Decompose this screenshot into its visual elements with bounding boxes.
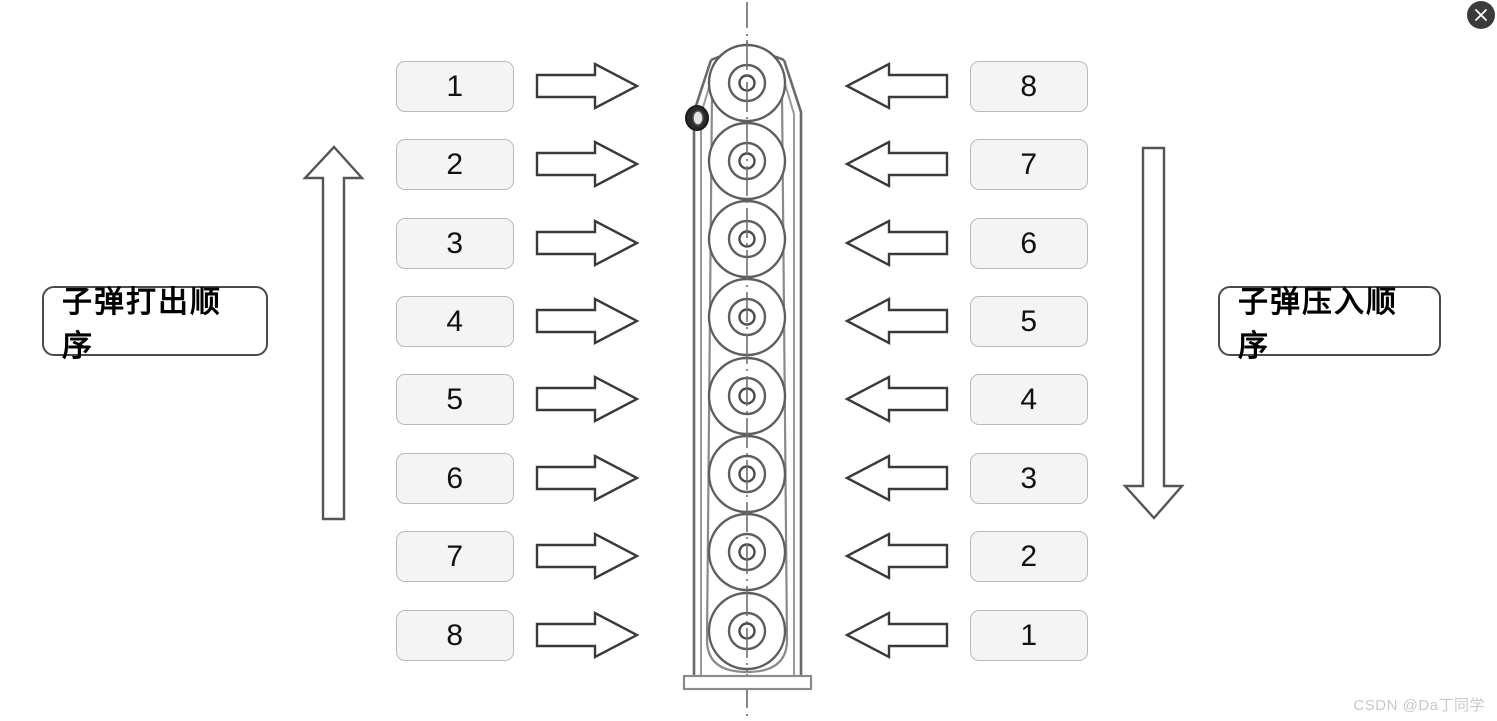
magazine-round-2 <box>707 121 787 201</box>
right-arrow-row-8 <box>845 611 949 659</box>
right-box-1[interactable]: 8 <box>970 61 1088 112</box>
left-box-1[interactable]: 1 <box>396 61 514 112</box>
right-box-3-label: 6 <box>1020 226 1038 260</box>
left-box-4-label: 4 <box>446 304 464 338</box>
left-box-3[interactable]: 3 <box>396 218 514 269</box>
right-arrow-row-5 <box>845 375 949 423</box>
magazine-round-7 <box>707 512 787 592</box>
right-box-5[interactable]: 4 <box>970 374 1088 425</box>
right-box-4[interactable]: 5 <box>970 296 1088 347</box>
right-arrow-row-3 <box>845 219 949 267</box>
right-box-6-label: 3 <box>1020 461 1038 495</box>
right-box-4-label: 5 <box>1020 304 1038 338</box>
left-box-5[interactable]: 5 <box>396 374 514 425</box>
right-box-8[interactable]: 1 <box>970 610 1088 661</box>
right-box-2[interactable]: 7 <box>970 139 1088 190</box>
left-arrow-row-4 <box>535 297 639 345</box>
right-arrow-row-4 <box>845 297 949 345</box>
right-box-7[interactable]: 2 <box>970 531 1088 582</box>
magazine-round-8 <box>707 591 787 671</box>
caption-firing-order: 子弹打出顺序 <box>42 286 268 363</box>
left-box-6-label: 6 <box>446 461 464 495</box>
right-arrow-row-7 <box>845 532 949 580</box>
big-down-arrow <box>1122 146 1185 520</box>
left-arrow-row-1 <box>535 62 639 110</box>
caption-loading-order: 子弹压入顺序 <box>1218 286 1441 363</box>
right-box-3[interactable]: 6 <box>970 218 1088 269</box>
magazine-round-6 <box>707 434 787 514</box>
big-up-arrow <box>302 145 365 521</box>
right-box-2-label: 7 <box>1020 147 1038 181</box>
magazine-base-plate <box>682 674 813 691</box>
magazine-round-5 <box>707 356 787 436</box>
left-arrow-row-7 <box>535 532 639 580</box>
left-arrow-row-2 <box>535 140 639 188</box>
magazine-illustration <box>682 2 813 719</box>
left-box-5-label: 5 <box>446 382 464 416</box>
left-box-6[interactable]: 6 <box>396 453 514 504</box>
left-arrow-row-5 <box>535 375 639 423</box>
left-box-3-label: 3 <box>446 226 464 260</box>
caption-firing-order-label: 子弹打出顺序 <box>62 286 222 363</box>
right-box-5-label: 4 <box>1020 382 1038 416</box>
left-arrow-row-8 <box>535 611 639 659</box>
magazine-round-4 <box>707 277 787 357</box>
right-arrow-row-1 <box>845 62 949 110</box>
caption-loading-order-label: 子弹压入顺序 <box>1238 286 1398 363</box>
left-box-2[interactable]: 2 <box>396 139 514 190</box>
right-arrow-row-6 <box>845 454 949 502</box>
left-box-8-label: 8 <box>446 618 464 652</box>
left-arrow-row-3 <box>535 219 639 267</box>
right-box-7-label: 2 <box>1020 539 1038 573</box>
left-box-8[interactable]: 8 <box>396 610 514 661</box>
magazine-round-1 <box>707 43 787 123</box>
right-box-6[interactable]: 3 <box>970 453 1088 504</box>
left-box-7-label: 7 <box>446 539 464 573</box>
left-arrow-row-6 <box>535 454 639 502</box>
left-box-2-label: 2 <box>446 147 464 181</box>
left-box-4[interactable]: 4 <box>396 296 514 347</box>
magazine-body <box>692 50 803 678</box>
close-icon <box>1475 9 1487 21</box>
right-box-8-label: 1 <box>1020 618 1038 652</box>
left-box-7[interactable]: 7 <box>396 531 514 582</box>
magazine-catch-button <box>685 105 709 131</box>
left-box-1-label: 1 <box>446 69 464 103</box>
magazine-round-3 <box>707 199 787 279</box>
right-box-1-label: 8 <box>1020 69 1038 103</box>
watermark: CSDN @Da丁同学 <box>1353 697 1485 714</box>
close-button[interactable] <box>1467 1 1495 29</box>
right-arrow-row-2 <box>845 140 949 188</box>
